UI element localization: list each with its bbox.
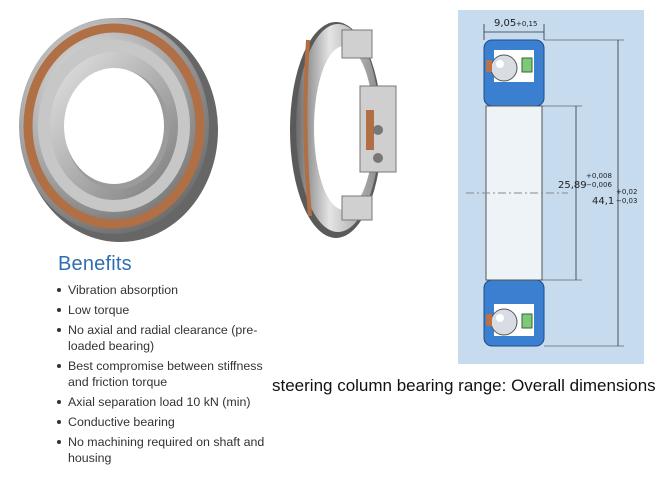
bore-tolerance-lower: −0,006 xyxy=(586,181,612,189)
list-item: Axial separation load 10 kN (min) xyxy=(56,394,286,410)
outer-tolerance-upper: +0,02 xyxy=(616,188,637,196)
width-tolerance: +0,15 xyxy=(516,20,537,28)
figure-caption: steering column bearing range: Overall d… xyxy=(272,376,656,395)
bearing-photo xyxy=(19,18,218,242)
list-item: No axial and radial clearance (pre-loade… xyxy=(56,322,286,354)
list-item: Best compromise between stiffness and fr… xyxy=(56,358,286,390)
list-item: Conductive bearing xyxy=(56,414,286,430)
dimension-drawing: 9,05 +0,15 25,89 +0,008 −0,006 44,1 +0,0… xyxy=(458,10,644,364)
outer-tolerance-lower: −0,03 xyxy=(616,197,637,205)
list-item: No machining required on shaft and housi… xyxy=(56,434,286,466)
width-dimension: 9,05 xyxy=(494,18,516,29)
benefits-list: Vibration absorption Low torque No axial… xyxy=(56,282,286,470)
list-item: Vibration absorption xyxy=(56,282,286,298)
benefits-heading: Benefits xyxy=(58,253,132,275)
list-item: Low torque xyxy=(56,302,286,318)
bore-dimension: 25,89 xyxy=(558,180,587,191)
bearing-cutaway-photo xyxy=(290,22,397,238)
outer-dimension: 44,1 xyxy=(592,196,614,207)
bore-tolerance-upper: +0,008 xyxy=(586,172,612,180)
